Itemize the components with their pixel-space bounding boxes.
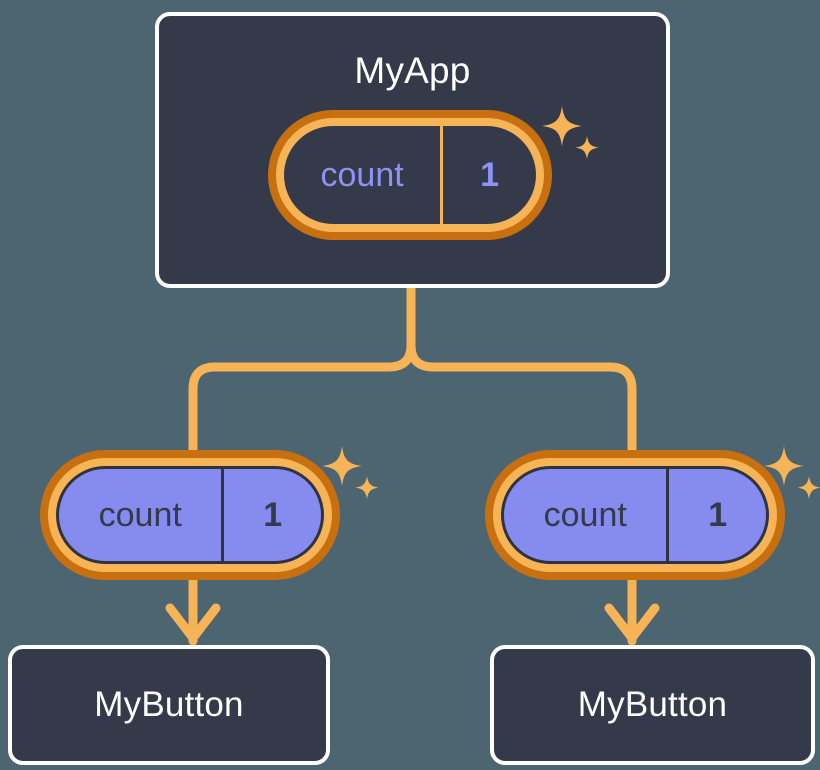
state-value: 1 xyxy=(221,469,321,561)
pill-body: count 1 xyxy=(284,126,536,224)
state-key: count xyxy=(320,155,404,194)
state-key: count xyxy=(98,495,182,534)
pill-ring-inner: count 1 xyxy=(493,458,777,572)
pill-ring-inner: count 1 xyxy=(276,118,544,232)
pill-ring-inner: count 1 xyxy=(48,458,332,572)
state-pill-child-right: count 1 xyxy=(485,450,785,580)
mybutton-label: MyButton xyxy=(577,685,728,724)
state-pill-myapp: count 1 xyxy=(268,110,552,240)
arrow-head-right xyxy=(604,603,660,643)
mybutton-card-right: MyButton xyxy=(490,645,815,765)
mybutton-card-left: MyButton xyxy=(8,645,330,765)
state-pill-child-left: count 1 xyxy=(40,450,340,580)
state-value: 1 xyxy=(666,469,766,561)
pill-body: count 1 xyxy=(501,466,769,564)
state-value: 1 xyxy=(440,126,536,224)
arrow-head-left xyxy=(165,603,221,643)
wire-branch-left xyxy=(188,340,416,460)
pill-body: count 1 xyxy=(56,466,324,564)
state-key: count xyxy=(543,495,627,534)
mybutton-label: MyButton xyxy=(94,685,244,724)
page-title: MyApp xyxy=(354,50,471,91)
wire-branch-right xyxy=(406,340,637,460)
